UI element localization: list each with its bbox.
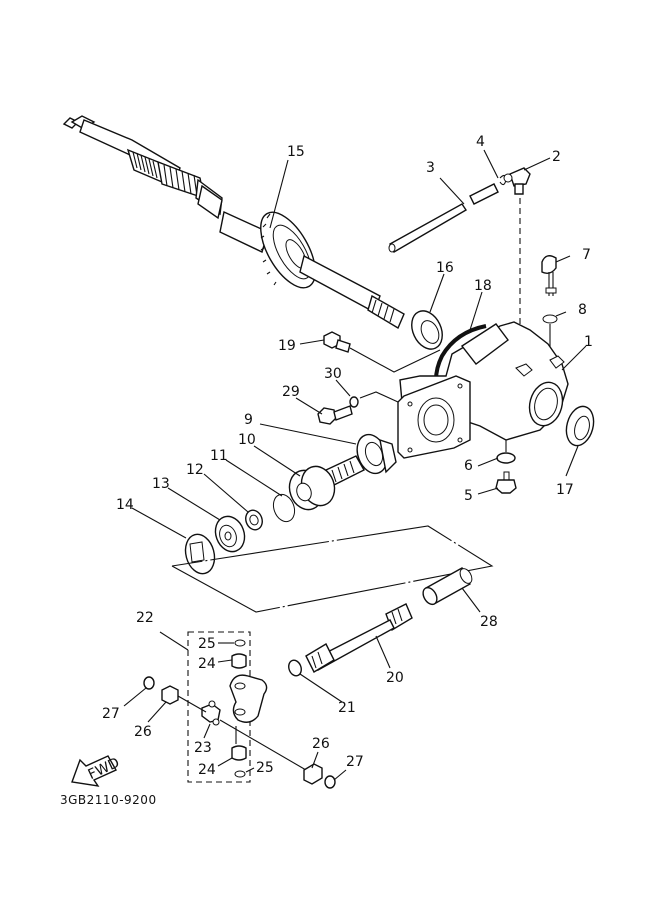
callout-17: 17 bbox=[556, 482, 574, 498]
callout-25-bottom: 25 bbox=[256, 760, 274, 776]
drive-shaft bbox=[305, 603, 413, 673]
oil-seal-13 bbox=[214, 515, 246, 553]
callout-9: 9 bbox=[244, 412, 253, 428]
callout-20: 20 bbox=[386, 670, 404, 686]
callout-27-right: 27 bbox=[346, 754, 364, 770]
bearing-12 bbox=[245, 509, 263, 531]
callout-labels: 1 2 3 4 5 6 7 8 9 10 11 12 13 14 15 16 1… bbox=[102, 134, 593, 778]
callout-16: 16 bbox=[436, 260, 454, 276]
circlip-21 bbox=[288, 659, 302, 677]
washer-30 bbox=[349, 396, 359, 408]
bearing-24-bottom bbox=[231, 745, 247, 761]
callout-7: 7 bbox=[582, 247, 591, 263]
drawing-code: 3GB2110-9200 bbox=[60, 793, 157, 807]
breather-joint bbox=[503, 167, 531, 195]
oil-seal-16 bbox=[411, 310, 443, 350]
callout-30: 30 bbox=[324, 366, 342, 382]
callout-19: 19 bbox=[278, 338, 296, 354]
breather-hose bbox=[388, 183, 499, 253]
drive-pinion-gear bbox=[325, 433, 397, 487]
circlip-25-bottom bbox=[234, 770, 246, 778]
bearing-10 bbox=[288, 465, 336, 511]
oil-level-gauge bbox=[541, 255, 557, 296]
callout-15: 15 bbox=[287, 144, 305, 160]
circlip-27-right bbox=[324, 775, 336, 789]
callout-29: 29 bbox=[282, 384, 300, 400]
callout-11: 11 bbox=[210, 448, 228, 464]
callout-4: 4 bbox=[476, 134, 485, 150]
callout-12: 12 bbox=[186, 462, 204, 478]
bearing-24-top bbox=[231, 653, 247, 669]
circlip-25-top bbox=[234, 639, 246, 647]
oil-seal-17 bbox=[565, 405, 595, 447]
callout-26-left: 26 bbox=[134, 724, 152, 740]
callout-27-left: 27 bbox=[102, 706, 120, 722]
callout-1: 1 bbox=[584, 334, 593, 350]
yoke bbox=[229, 674, 268, 723]
callout-5: 5 bbox=[464, 488, 473, 504]
callout-23: 23 bbox=[194, 740, 212, 756]
o-ring-part bbox=[542, 314, 558, 324]
bolt-29 bbox=[317, 405, 353, 425]
callout-24-bottom: 24 bbox=[198, 762, 216, 778]
callout-10: 10 bbox=[238, 432, 256, 448]
callout-14: 14 bbox=[116, 497, 134, 513]
callout-28: 28 bbox=[480, 614, 498, 630]
leader-lines bbox=[123, 149, 587, 781]
callout-2: 2 bbox=[552, 149, 561, 165]
gear-case bbox=[397, 321, 569, 459]
callout-26-right: 26 bbox=[312, 736, 330, 752]
coupling-gear bbox=[422, 567, 473, 606]
universal-joint-assembly-box bbox=[187, 631, 251, 783]
callout-24-top: 24 bbox=[198, 656, 216, 672]
gasket-part bbox=[496, 452, 516, 464]
callout-3: 3 bbox=[426, 160, 435, 176]
fwd-label: FWD bbox=[86, 755, 122, 783]
callout-25-top: 25 bbox=[198, 636, 216, 652]
circlip-27-left bbox=[143, 676, 155, 690]
fwd-arrow-icon: FWD bbox=[71, 755, 122, 787]
callout-6: 6 bbox=[464, 458, 473, 474]
bolt-19 bbox=[323, 331, 351, 353]
callout-21: 21 bbox=[338, 700, 356, 716]
callout-8: 8 bbox=[578, 302, 587, 318]
rear-axle-shaft bbox=[62, 115, 405, 330]
drain-bolt bbox=[495, 471, 517, 494]
spider bbox=[201, 700, 221, 726]
callout-22: 22 bbox=[136, 610, 154, 626]
o-ring-18 bbox=[434, 324, 487, 381]
reference-line bbox=[171, 525, 494, 613]
callout-18: 18 bbox=[474, 278, 492, 294]
bearing-26-right bbox=[303, 763, 323, 785]
bearing-26-left bbox=[161, 685, 179, 705]
callout-13: 13 bbox=[152, 476, 170, 492]
bearing-retainer bbox=[184, 533, 216, 575]
